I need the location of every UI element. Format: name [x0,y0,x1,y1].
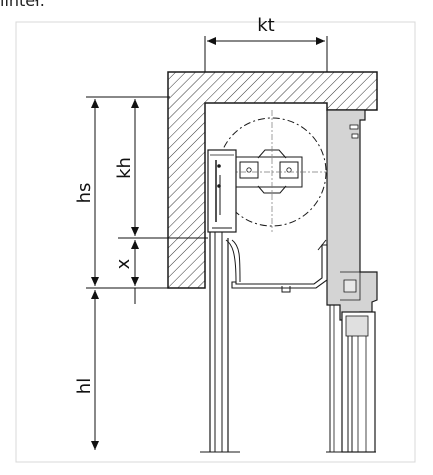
label-kh: kh [114,157,135,179]
label-hs: hs [74,183,95,204]
dimension-kh: kh [114,99,139,236]
shutter-guide-rail [200,232,240,453]
caption-text: linteł. [0,0,45,10]
label-x: x [113,258,134,269]
mounting-bracket [207,149,237,233]
dimension-kt: kt [204,15,328,72]
dimension-hs: hs [74,99,99,286]
window-frame-profile [326,109,378,321]
dimension-x: x [113,240,139,304]
box-bottom-cover [225,239,328,293]
label-hl: hl [74,378,95,394]
window-sash [326,305,376,453]
roller-shaft-circle [216,110,328,232]
lintel-wall [167,71,378,289]
dimension-extension-lines [86,96,208,289]
dimension-hl: hl [74,290,99,450]
label-kt: kt [257,15,274,36]
figure-border [15,21,416,463]
